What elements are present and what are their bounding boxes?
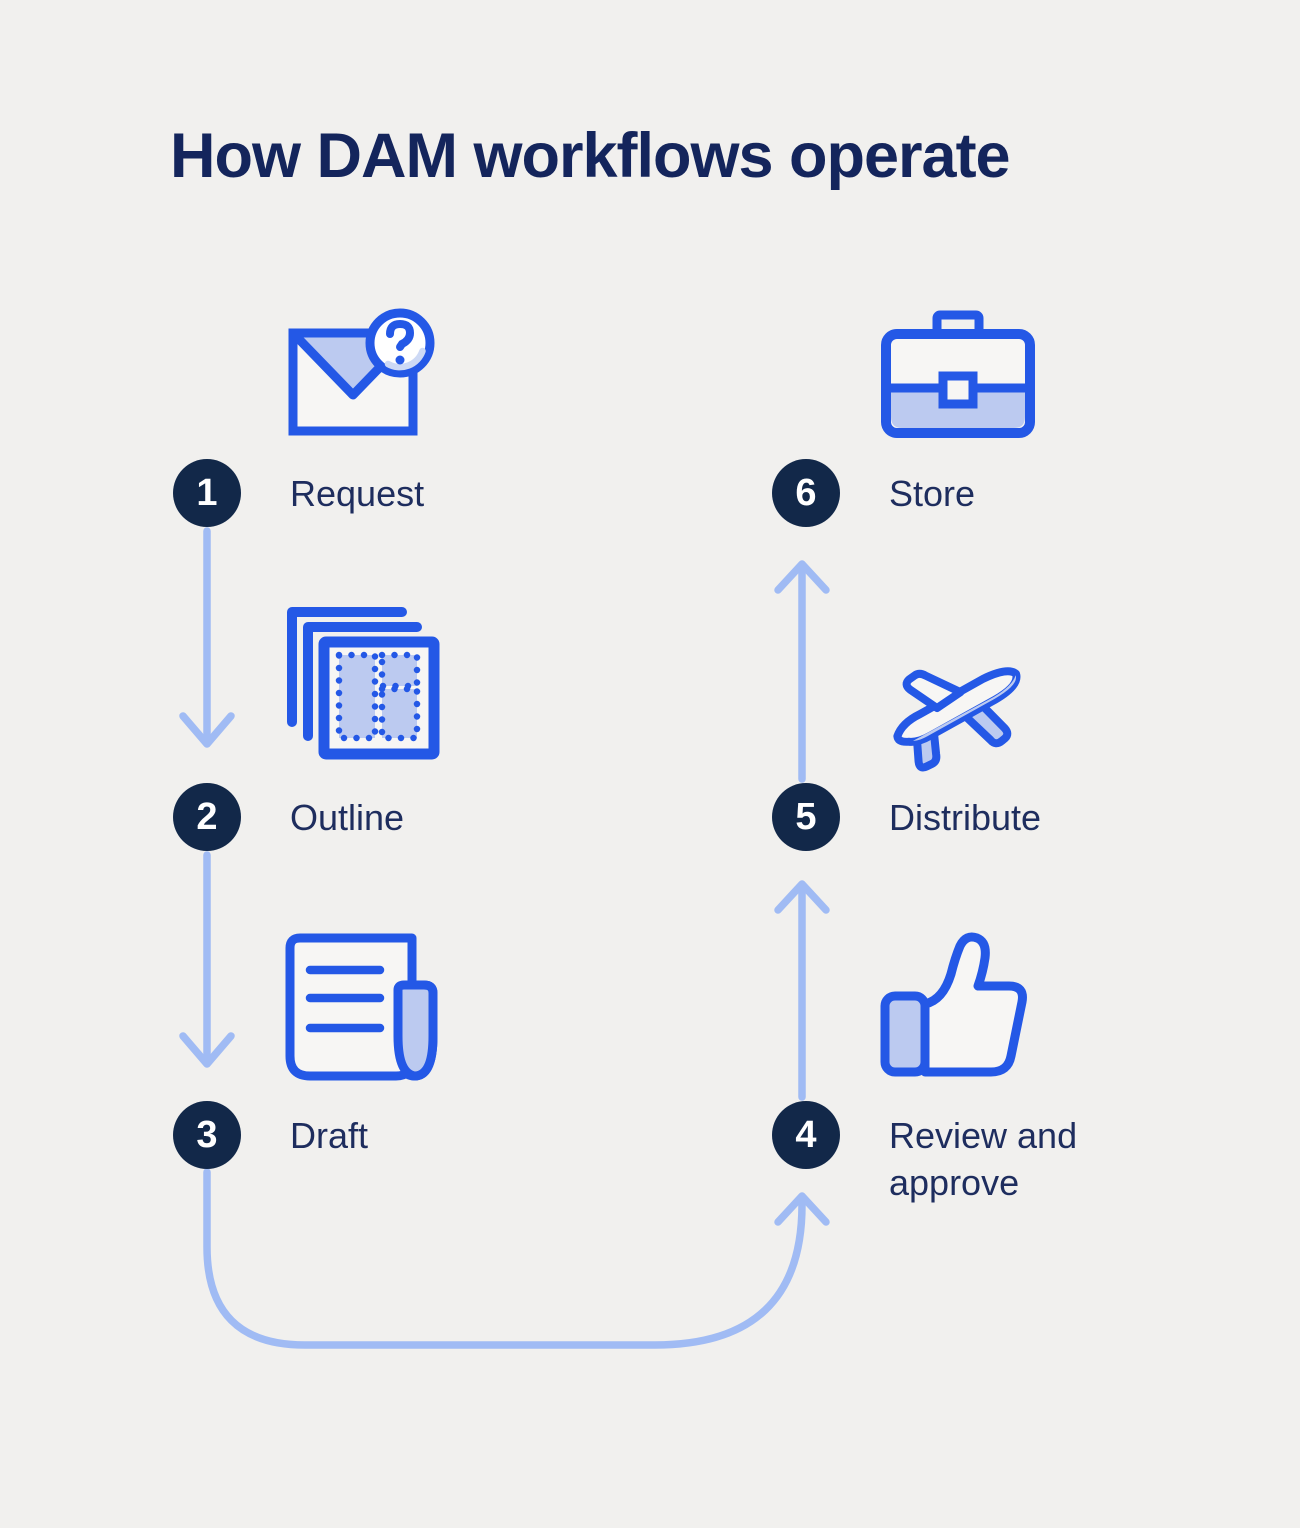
step-row-store: 6 Store	[772, 459, 975, 527]
arrow-2-3-head	[179, 1032, 235, 1068]
step-label: Distribute	[889, 796, 1042, 838]
step-row-distribute: 5 Distribute	[772, 783, 1041, 851]
layout-pages-icon	[284, 600, 440, 762]
step-number-badge: 4	[772, 1101, 840, 1169]
thumbs-up-icon	[880, 930, 1033, 1078]
arrow-4-5-head	[774, 880, 830, 914]
document-lines-icon	[285, 930, 440, 1082]
briefcase-icon	[881, 310, 1035, 438]
envelope-question-icon	[288, 306, 438, 438]
step-number-badge: 1	[173, 459, 241, 527]
arrow-3-4	[203, 1168, 806, 1349]
step-number-badge: 3	[173, 1101, 241, 1169]
step-number-badge: 5	[772, 783, 840, 851]
page-title: How DAM workflows operate	[170, 121, 1011, 191]
airplane-icon	[878, 645, 1038, 775]
step-row-review-approve: 4 Review and approve	[772, 1101, 1104, 1206]
step-label: Store	[889, 472, 976, 514]
arrow-1-2-head	[179, 712, 235, 748]
step-number-badge: 2	[173, 783, 241, 851]
step-row-draft: 3 Draft	[173, 1101, 368, 1169]
step-label: Request	[290, 472, 425, 514]
step-number-badge: 6	[772, 459, 840, 527]
step-label: Review and approve	[889, 1115, 1078, 1203]
step-row-request: 1 Request	[173, 459, 424, 527]
step-row-outline: 2 Outline	[173, 783, 404, 851]
arrow-5-6-head	[774, 560, 830, 594]
step-label: Outline	[290, 796, 405, 838]
step-label: Draft	[290, 1114, 369, 1156]
